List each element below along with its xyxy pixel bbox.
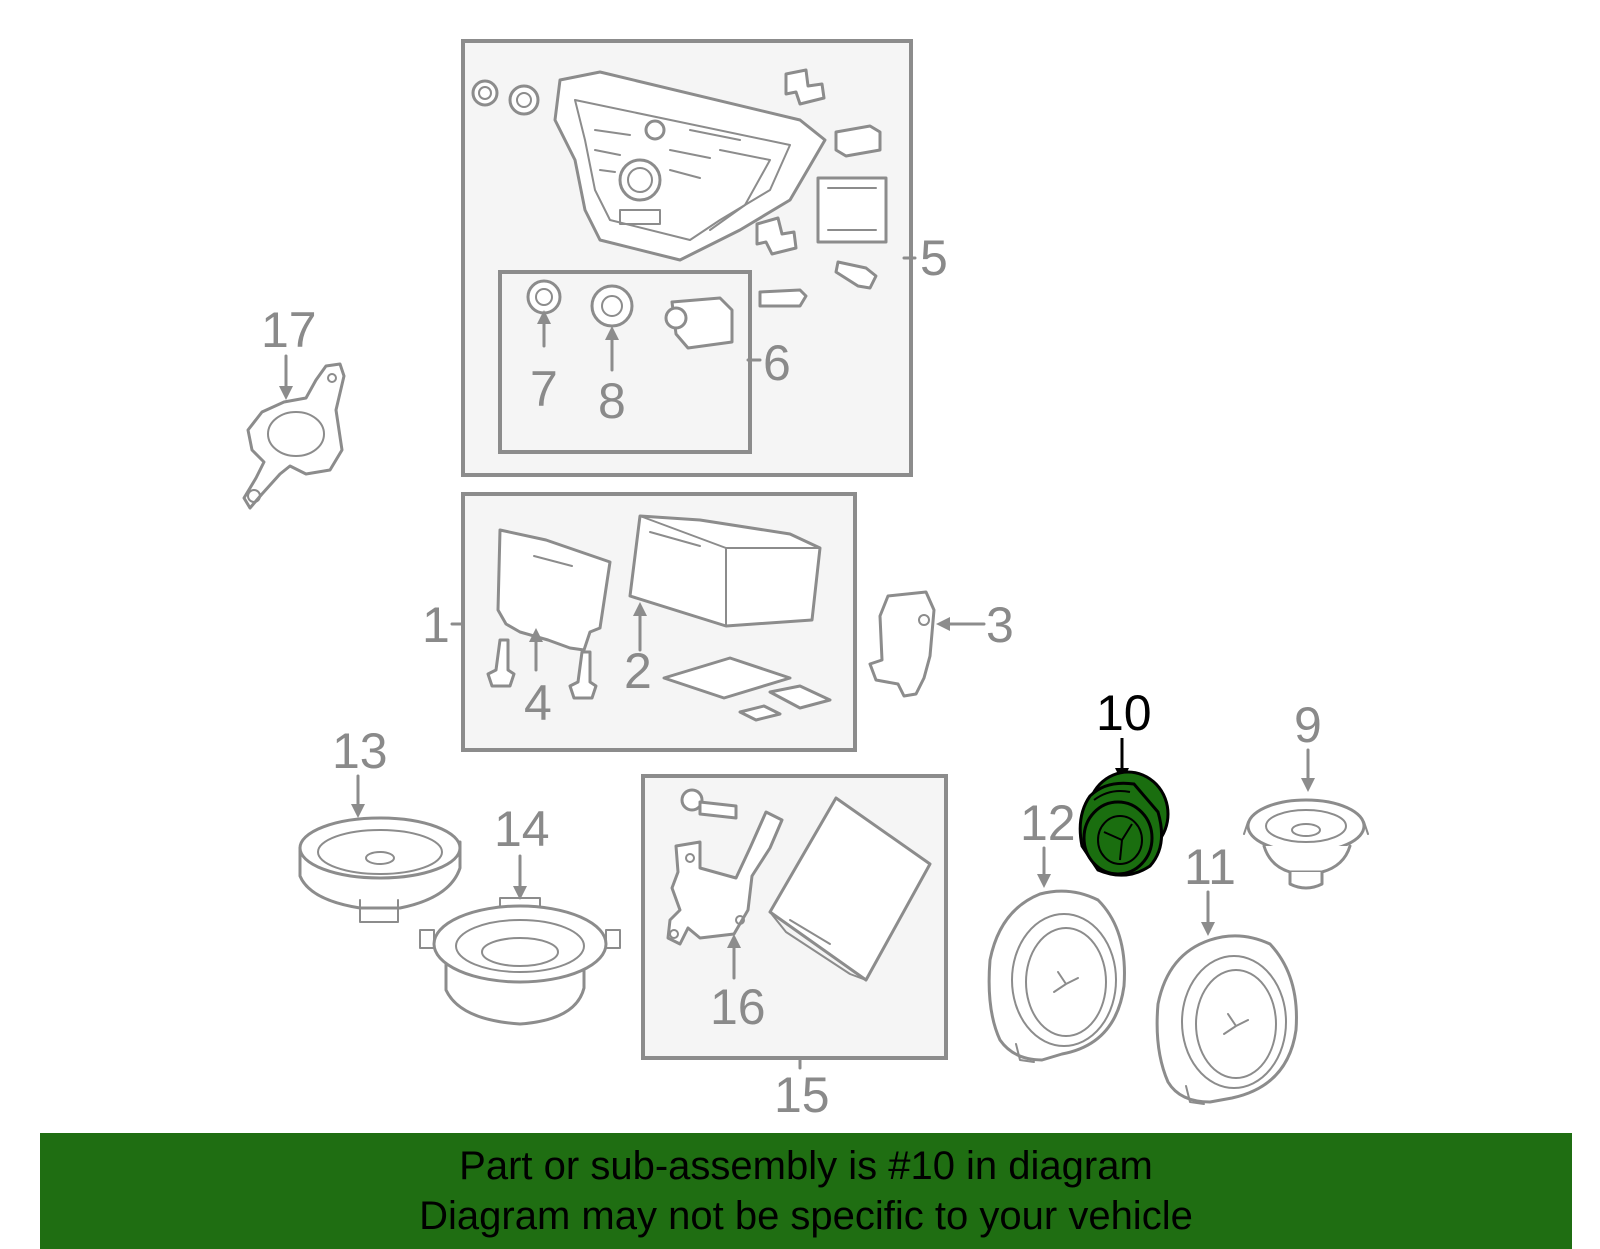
callout-3: 3: [986, 597, 1014, 653]
banner-line-2: Diagram may not be specific to your vehi…: [419, 1194, 1193, 1238]
part-17-bracket[interactable]: [242, 362, 346, 510]
bracket-part[interactable]: [755, 68, 888, 308]
bolt-parts[interactable]: [486, 638, 598, 700]
callout-13: 13: [332, 723, 388, 779]
part-12-speaker[interactable]: [987, 889, 1126, 1063]
callout-8: 8: [598, 373, 626, 429]
callout-9: 9: [1294, 697, 1322, 753]
part-8-knob[interactable]: [590, 284, 634, 328]
part-2-unit[interactable]: [628, 514, 822, 628]
insulator-sheet-parts[interactable]: [662, 656, 832, 722]
part-13-speaker[interactable]: [298, 816, 462, 923]
module-box-part[interactable]: [768, 796, 932, 982]
callout-1: 1: [422, 597, 450, 653]
part-14-speaker[interactable]: [419, 897, 621, 1026]
part-10-tweeter[interactable]: [1078, 770, 1170, 877]
part-3-bracket[interactable]: [868, 590, 936, 698]
part-16-bracket[interactable]: [666, 810, 784, 946]
info-banner: Part or sub-assembly is #10 in diagram D…: [40, 1133, 1572, 1249]
callout-16: 16: [710, 979, 766, 1035]
callout-5: 5: [920, 230, 948, 286]
part-11-speaker[interactable]: [1155, 934, 1298, 1105]
callout-2: 2: [624, 643, 652, 699]
control-panel-part[interactable]: [553, 70, 827, 262]
bolt-part[interactable]: [680, 788, 738, 820]
part-9-tweeter[interactable]: [1243, 798, 1369, 890]
banner-line-1: Part or sub-assembly is #10 in diagram: [459, 1144, 1153, 1188]
callout-10: 10: [1096, 685, 1152, 741]
callout-17: 17: [261, 302, 317, 358]
callout-15: 15: [774, 1067, 830, 1123]
knob-ring-part[interactable]: [471, 79, 540, 116]
callout-7: 7: [530, 361, 558, 417]
switch-part[interactable]: [664, 296, 734, 350]
callout-12: 12: [1020, 795, 1076, 851]
part-7-knob[interactable]: [526, 279, 562, 315]
callout-14: 14: [494, 801, 550, 857]
callout-4: 4: [524, 675, 552, 731]
part-4-bracket[interactable]: [496, 528, 612, 652]
callout-6: 6: [763, 335, 791, 391]
callout-11: 11: [1184, 839, 1236, 895]
